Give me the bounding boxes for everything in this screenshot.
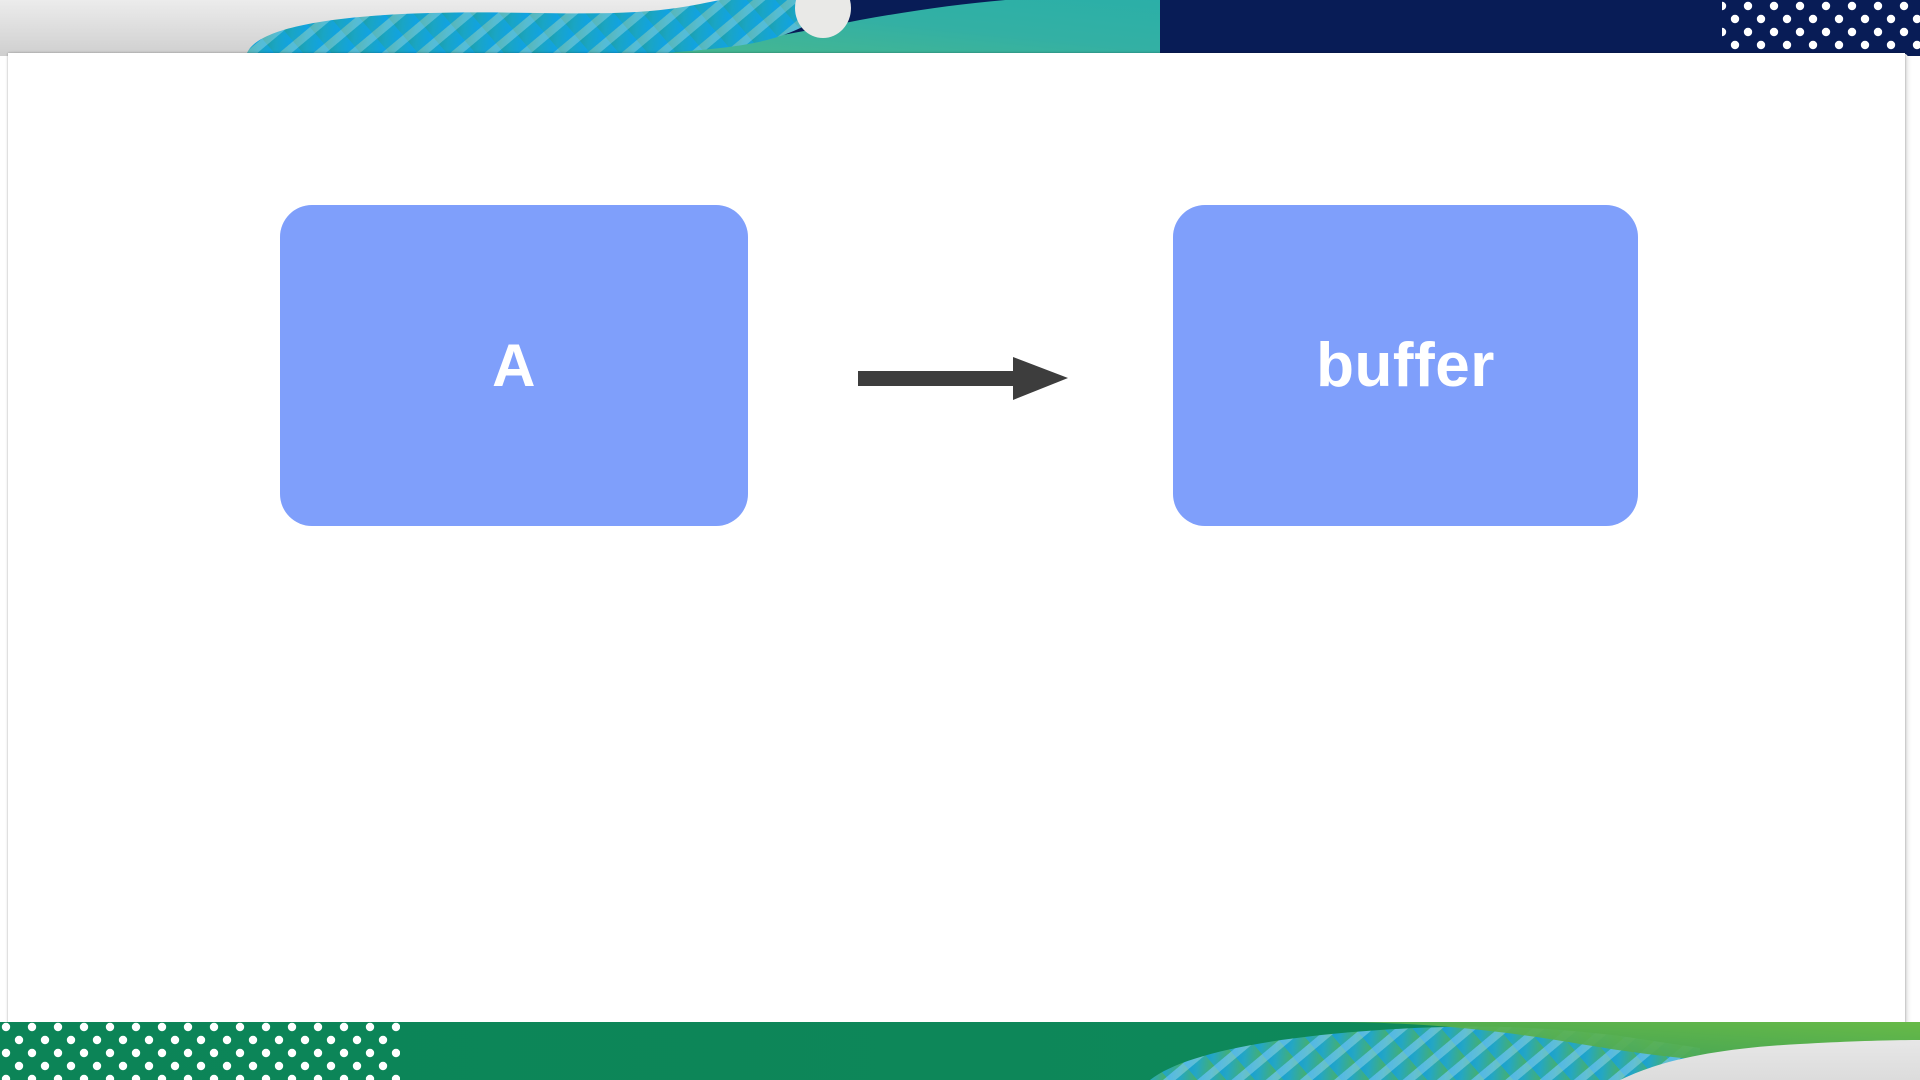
diagram-node-buffer-label: buffer [1316,330,1495,400]
arrow-right-icon [858,357,1068,400]
diagram-edge-a-to-buffer [858,343,1068,413]
striped-teal-blue-wave [246,0,827,56]
teal-green-gradient-shape [560,0,1160,56]
white-polka-dots [0,1022,400,1080]
diagram-node-buffer[interactable]: buffer [1173,205,1638,526]
white-polka-dots [1722,0,1920,56]
diagram-node-a[interactable]: A [280,205,748,526]
diagram-node-a-label: A [492,331,536,399]
top-decorative-band [0,0,1920,56]
light-gray-swoosh [1620,1040,1920,1080]
light-circle [795,0,851,38]
slide-canvas: A buffer [8,53,1905,1023]
bottom-decorative-band [0,1022,1920,1080]
